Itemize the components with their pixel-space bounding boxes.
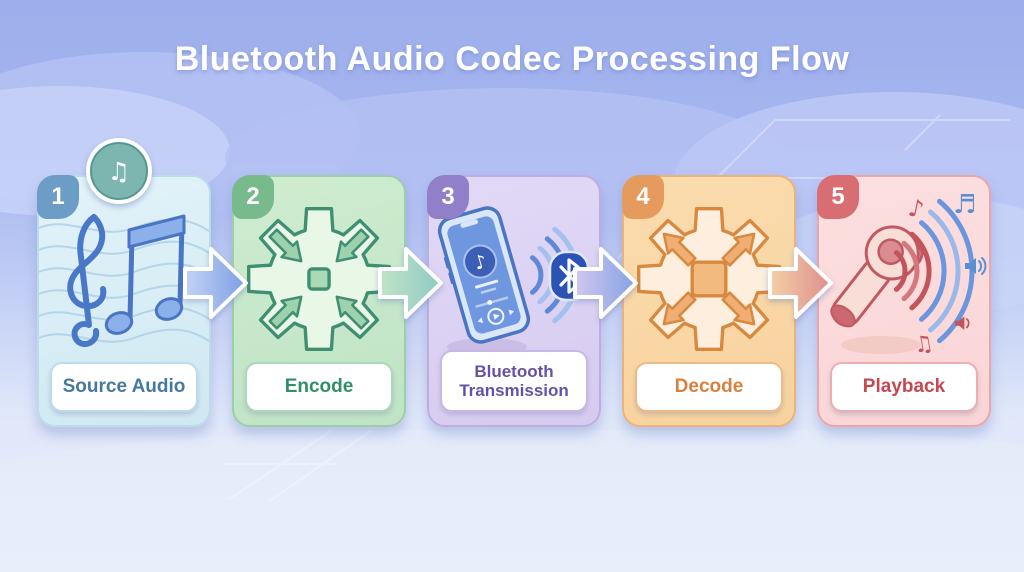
step-label: Playback [830,362,978,412]
flow-arrow-right [573,247,638,319]
step-card-playback: 5 ♪ [817,175,991,427]
step-number-badge: 1 [37,175,79,219]
step-label: Encode [245,362,393,412]
compress-arrows-gear-icon [234,183,404,368]
step-label: Decode [635,362,783,412]
red-note-glyph: ♫ [912,331,936,359]
blue-note-glyph: ♬ [953,190,976,220]
phone-note-glyph: ♪ [472,250,490,274]
music-note-icon: ♫ [90,142,148,200]
flow-arrow-right [768,247,833,319]
music-note-badge: ♫ [86,138,152,204]
expand-arrows-gear-icon [624,183,794,368]
flow-arrow-right [183,247,248,319]
page-title: Bluetooth Audio Codec Processing Flow [174,40,850,78]
background-wave [0,430,1024,572]
speaker-icon [955,316,970,331]
red-note-glyph: ♪ [906,193,927,224]
earbud-sound-waves-icon: ♪ ♬ ♫ [819,183,989,368]
step-label: Source Audio [50,362,198,412]
step-number-badge: 5 [817,175,859,219]
flow-arrow-right [378,247,443,319]
music-notes-and-clef-icon [38,183,210,368]
step-card-encode: 2 Encode [232,175,406,427]
step-number-badge: 3 [427,175,469,219]
speaker-icon [965,257,987,275]
step-number-badge: 4 [622,175,664,219]
step-label: Bluetooth Transmission [440,350,588,412]
step-number-badge: 2 [232,175,274,219]
step-card-decode: 4 Decode [622,175,796,427]
